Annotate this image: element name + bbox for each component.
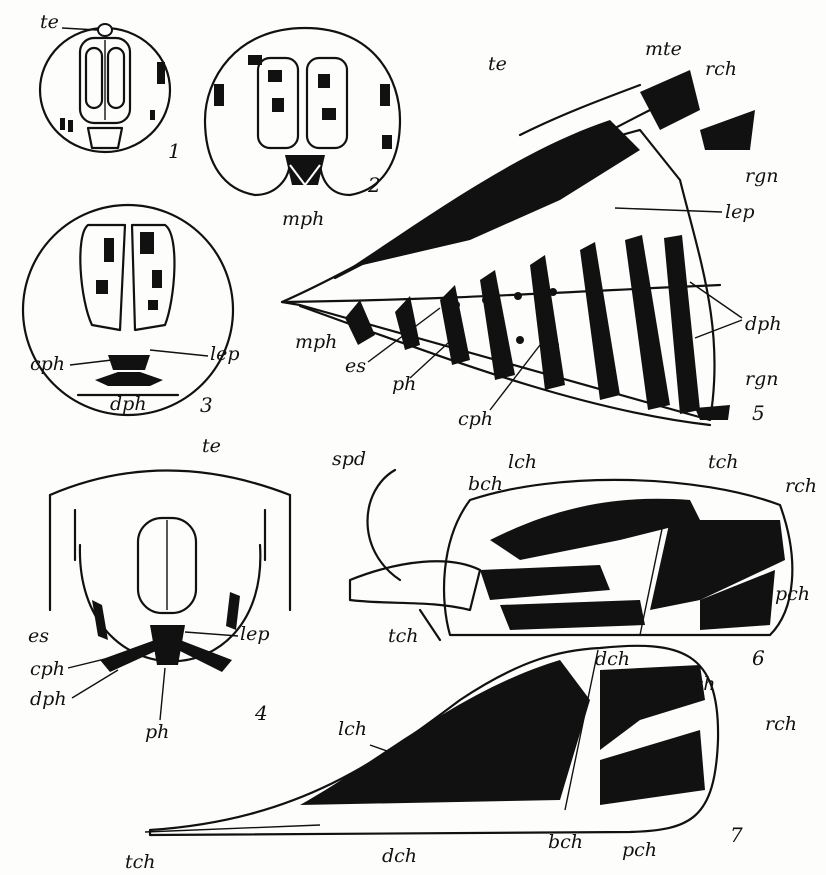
panel-number-6: 6	[752, 646, 765, 670]
label-cph-5: cph	[458, 408, 493, 430]
label-te-1: te	[40, 11, 59, 33]
panel-number-4: 4	[254, 701, 268, 725]
panel-7-lateral-view	[145, 646, 718, 835]
label-ph-4: ph	[145, 721, 169, 743]
label-te-5: te	[488, 53, 507, 75]
panel-number-3: 3	[200, 393, 213, 417]
panel-number-1: 1	[168, 139, 181, 163]
label-dph-3: dph	[110, 393, 147, 415]
label-mph-5: mph	[295, 331, 337, 353]
label-pch-7: pch	[622, 839, 657, 861]
panel-number-7: 7	[730, 823, 743, 847]
label-cph-3: cph	[30, 353, 65, 375]
panel-number-2: 2	[367, 173, 381, 197]
label-pch-6: pch	[775, 583, 810, 605]
panel-2-cross-section	[205, 28, 400, 195]
label-mph-2: mph	[282, 208, 324, 230]
label-cph-4: cph	[30, 658, 65, 680]
label-tch-7-bottom: tch	[125, 851, 156, 873]
label-es-4: es	[28, 625, 49, 647]
label-dch-6: dch	[595, 648, 630, 670]
panel-3-cross-section	[23, 205, 233, 415]
label-tch-6-bottom: tch	[388, 625, 419, 647]
label-lep-4: lep	[240, 623, 269, 645]
label-dch-7: dch	[382, 845, 417, 867]
label-rch-7: rch	[765, 713, 797, 735]
label-mte-5: mte	[645, 38, 682, 60]
label-rgn-5-bottom: rgn	[745, 368, 778, 390]
label-rch-5: rch	[705, 58, 737, 80]
panel-6-lateral-view	[350, 470, 792, 640]
label-dph-4: dph	[30, 688, 67, 710]
panel-1-cross-section	[40, 24, 170, 152]
label-tch-6-top: tch	[708, 451, 739, 473]
label-bch-6: bch	[468, 473, 503, 495]
panel-number-5: 5	[752, 401, 765, 425]
label-tch-7: tch	[685, 673, 716, 695]
label-lch-6: lch	[508, 451, 537, 473]
label-rgn-5-top: rgn	[745, 165, 778, 187]
label-te-4: te	[202, 435, 221, 457]
label-lch-7: lch	[338, 718, 367, 740]
label-dph-5: dph	[745, 313, 782, 335]
label-lep-5: lep	[725, 201, 754, 223]
label-spd-6: spd	[332, 448, 366, 470]
label-lep-3: lep	[210, 343, 239, 365]
label-es-5: es	[345, 355, 366, 377]
label-rch-6: rch	[785, 475, 817, 497]
label-bch-7: bch	[548, 831, 583, 853]
